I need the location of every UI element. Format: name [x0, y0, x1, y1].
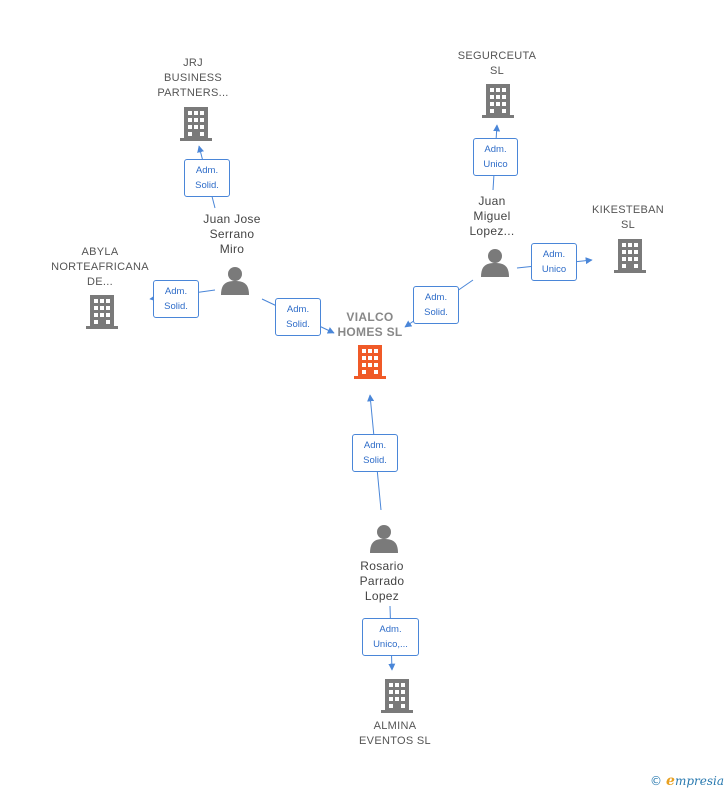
- building-icon[interactable]: [354, 345, 386, 379]
- edge-label-line: Solid.: [363, 455, 387, 466]
- label-line: NORTEAFRICANA: [51, 261, 149, 273]
- person-icon[interactable]: [481, 249, 509, 277]
- label-line: KIKESTEBAN: [591, 204, 665, 216]
- edge-label-line: Adm.: [286, 304, 310, 315]
- label-line: PARTNERS...: [157, 87, 229, 99]
- edge-label-line: Solid.: [286, 319, 310, 330]
- edge-label-line: Adm.: [424, 292, 448, 303]
- building-icon[interactable]: [86, 295, 118, 329]
- label-line: JRJ: [183, 57, 203, 69]
- edge-label-jm-seg[interactable]: Adm. Unico: [473, 138, 518, 176]
- edge-label-line: Unico: [483, 159, 508, 170]
- edge-label-line: Adm.: [542, 249, 566, 260]
- person-icon[interactable]: [221, 267, 249, 295]
- label-line: Miro: [219, 242, 245, 256]
- edge-label-line: Unico: [541, 264, 567, 275]
- edge-label-jj-jrj[interactable]: Adm. Solid.: [184, 159, 230, 197]
- label-line: Lopez: [364, 589, 400, 603]
- edge-label-jm-kik[interactable]: Adm. Unico: [531, 243, 577, 281]
- label-line: Juan: [478, 194, 506, 208]
- edge-label-jj-abyla[interactable]: Adm. Solid.: [153, 280, 199, 318]
- label-line: Lopez...: [469, 224, 515, 238]
- person-label-rosario[interactable]: Rosario Parrado Lopez: [342, 559, 422, 604]
- label-line: VIALCO: [346, 310, 394, 324]
- edge-label-line: Adm.: [195, 165, 219, 176]
- person-label-juan-miguel[interactable]: Juan Miguel Lopez...: [452, 194, 532, 239]
- company-label-kikesteban[interactable]: KIKESTEBAN SL: [580, 203, 676, 233]
- label-line: ALMINA: [373, 720, 417, 732]
- label-line: DE...: [87, 276, 113, 288]
- edge-label-line: Solid.: [164, 301, 188, 312]
- main-company-label[interactable]: VIALCO HOMES SL: [330, 310, 410, 340]
- label-line: Juan Jose: [203, 212, 261, 226]
- edge-label-line: Adm.: [379, 624, 402, 635]
- person-label-juan-jose[interactable]: Juan Jose Serrano Miro: [187, 212, 277, 257]
- label-line: SEGURCEUTA: [457, 50, 537, 62]
- label-line: Miguel: [473, 209, 511, 223]
- brand-initial: e: [666, 773, 675, 789]
- company-label-almina[interactable]: ALMINA EVENTOS SL: [345, 719, 445, 749]
- edge-label-line: Adm.: [164, 286, 188, 297]
- company-label-jrj[interactable]: JRJ BUSINESS PARTNERS...: [148, 56, 238, 101]
- edge-label-line: Unico,...: [373, 639, 408, 650]
- edge-label-ro-main[interactable]: Adm. Solid.: [352, 434, 398, 472]
- label-line: ABYLA: [81, 246, 119, 258]
- label-line: Parrado: [359, 574, 405, 588]
- label-line: SL: [620, 219, 636, 231]
- building-icon[interactable]: [381, 679, 413, 713]
- empresia-watermark: ©empresia: [650, 773, 724, 789]
- edge-label-line: Solid.: [424, 307, 448, 318]
- label-line: EVENTOS SL: [359, 735, 431, 747]
- label-line: HOMES SL: [337, 325, 403, 339]
- building-icon[interactable]: [614, 239, 646, 273]
- edge-label-line: Adm.: [484, 144, 507, 155]
- company-label-segurceuta[interactable]: SEGURCEUTA SL: [447, 49, 547, 79]
- edge-label-jj-main[interactable]: Adm. Solid.: [275, 298, 321, 336]
- building-icon[interactable]: [180, 107, 212, 141]
- label-line: Rosario: [360, 559, 404, 573]
- building-icon[interactable]: [482, 84, 514, 118]
- label-line: Serrano: [209, 227, 255, 241]
- edge-label-line: Adm.: [363, 440, 387, 451]
- brand-name: mpresia: [674, 774, 724, 788]
- person-icon[interactable]: [370, 525, 398, 553]
- label-line: BUSINESS: [163, 72, 223, 84]
- label-line: SL: [489, 65, 505, 77]
- edge-label-ro-alm[interactable]: Adm. Unico,...: [362, 618, 419, 656]
- copyright-symbol: ©: [650, 774, 663, 788]
- edge-label-line: Solid.: [195, 180, 219, 191]
- edge-label-jm-main[interactable]: Adm. Solid.: [413, 286, 459, 324]
- company-label-abyla[interactable]: ABYLA NORTEAFRICANA DE...: [45, 245, 155, 290]
